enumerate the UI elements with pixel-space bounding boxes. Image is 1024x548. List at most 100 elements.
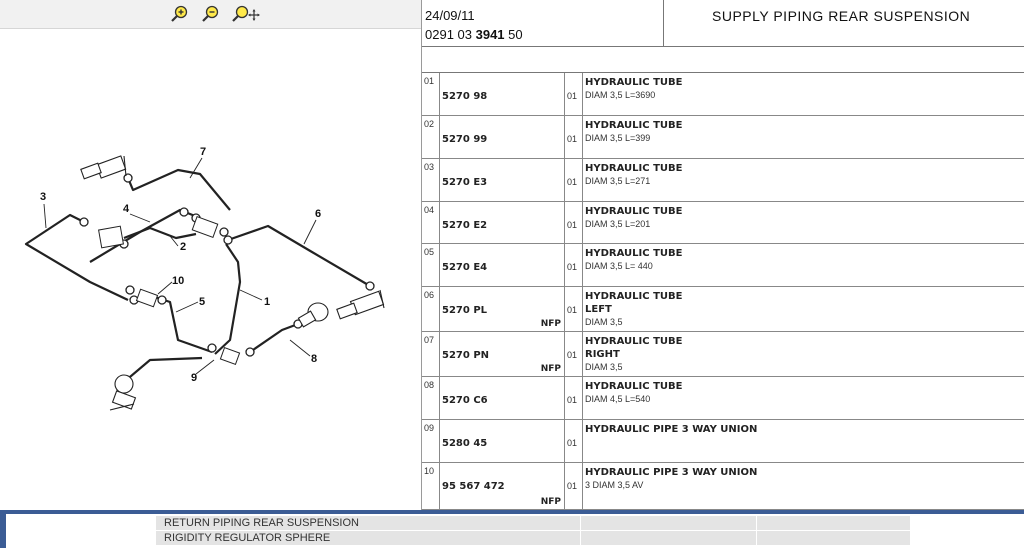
ref-suffix: 50: [504, 27, 523, 42]
part-description-cell: HYDRAULIC PIPE 3 WAY UNION: [583, 420, 1024, 462]
page-title: SUPPLY PIPING REAR SUSPENSION: [712, 8, 971, 24]
part-name: HYDRAULIC TUBE: [585, 248, 683, 259]
callout-3: 3: [40, 191, 46, 203]
part-index-cell: 05: [422, 244, 440, 286]
part-spec: DIAM 3,5 L=271: [585, 176, 651, 186]
part-quantity: 01: [567, 177, 578, 187]
part-name: HYDRAULIC TUBE: [585, 77, 683, 88]
callout-7: 7: [200, 146, 206, 158]
header-date: 24/09/11: [425, 8, 475, 23]
part-number[interactable]: 5270 98: [442, 91, 488, 102]
part-number[interactable]: 5270 E4: [442, 262, 488, 273]
part-number-cell: 5270 98: [440, 73, 565, 115]
callout-8: 8: [311, 353, 317, 365]
part-number[interactable]: 5270 99: [442, 134, 488, 145]
part-number[interactable]: 5270 E3: [442, 177, 488, 188]
zoom-toolbar: [0, 0, 421, 29]
part-index-cell: 03: [422, 159, 440, 201]
zoom-out-icon[interactable]: [201, 5, 221, 23]
part-quantity: 01: [567, 91, 578, 101]
callout-6: 6: [315, 208, 321, 220]
part-index: 07: [424, 335, 435, 345]
part-number-cell: 5270 E3: [440, 159, 565, 201]
part-row[interactable]: 08 5270 C6 01 HYDRAULIC TUBE DIAM 4,5 L=540: [422, 377, 1024, 420]
callout-1: 1: [264, 296, 270, 308]
related-item[interactable]: RETURN PIPING REAR SUSPENSION: [156, 516, 910, 531]
header-meta: 24/09/11 0291 03 3941 50: [422, 0, 664, 46]
part-qty-cell: 01: [565, 116, 583, 158]
part-index-cell: 02: [422, 116, 440, 158]
part-number-cell: 5270 99: [440, 116, 565, 158]
part-quantity: 01: [567, 262, 578, 272]
related-divider: [580, 516, 581, 530]
header-spacer: [422, 47, 1024, 73]
part-qty-cell: 01: [565, 332, 583, 376]
part-variant: RIGHT: [585, 349, 620, 360]
part-index: 06: [424, 290, 435, 300]
part-description-cell: HYDRAULIC TUBE DIAM 4,5 L=540: [583, 377, 1024, 419]
zoom-pan-icon[interactable]: [232, 5, 260, 23]
part-number[interactable]: 5270 E2: [442, 220, 488, 231]
callout-10: 10: [172, 275, 184, 287]
part-number-cell: 5270 PL NFP: [440, 287, 565, 331]
part-qty-cell: 01: [565, 287, 583, 331]
part-number[interactable]: 5270 C6: [442, 395, 488, 406]
part-number[interactable]: 5270 PN: [442, 350, 490, 361]
related-item[interactable]: RIGIDITY REGULATOR SPHERE: [156, 531, 910, 546]
part-spec: DIAM 4,5 L=540: [585, 394, 651, 404]
part-qty-cell: 01: [565, 159, 583, 201]
part-index: 10: [424, 466, 435, 476]
part-index-cell: 04: [422, 202, 440, 243]
part-qty-cell: 01: [565, 377, 583, 419]
part-spec: DIAM 3,5 L=201: [585, 219, 651, 229]
part-quantity: 01: [567, 305, 578, 315]
part-qty-cell: 01: [565, 244, 583, 286]
part-name: HYDRAULIC TUBE: [585, 381, 683, 392]
part-description-cell: HYDRAULIC TUBE DIAM 3,5 L=201: [583, 202, 1024, 243]
part-quantity: 01: [567, 134, 578, 144]
part-index: 03: [424, 162, 435, 172]
part-number[interactable]: 95 567 472: [442, 481, 505, 492]
callout-5: 5: [199, 296, 205, 308]
part-number[interactable]: 5280 45: [442, 438, 488, 449]
part-qty-cell: 01: [565, 202, 583, 243]
part-name: HYDRAULIC TUBE: [585, 206, 683, 217]
part-number-cell: 5270 E4: [440, 244, 565, 286]
ref-prefix: 0291 03: [425, 27, 476, 42]
part-number[interactable]: 5270 PL: [442, 305, 488, 316]
part-row[interactable]: 03 5270 E3 01 HYDRAULIC TUBE DIAM 3,5 L=271: [422, 159, 1024, 202]
part-quantity: 01: [567, 350, 578, 360]
callout-2: 2: [180, 241, 186, 253]
part-quantity: 01: [567, 220, 578, 230]
part-index: 08: [424, 380, 435, 390]
part-qty-cell: 01: [565, 420, 583, 462]
part-quantity: 01: [567, 395, 578, 405]
part-variant: LEFT: [585, 304, 612, 315]
part-index-cell: 08: [422, 377, 440, 419]
diagram-pane: 1 2 3 4 5 6 7 8 9 10: [0, 0, 421, 510]
part-description-cell: HYDRAULIC TUBE DIAM 3,5 L=271: [583, 159, 1024, 201]
piping-diagram: 1 2 3 4 5 6 7 8 9 10: [24, 146, 385, 411]
nfp-badge: NFP: [540, 319, 561, 329]
zoom-in-icon[interactable]: [170, 5, 190, 23]
related-divider: [580, 531, 581, 545]
part-name: HYDRAULIC PIPE 3 WAY UNION: [585, 467, 758, 478]
part-name: HYDRAULIC TUBE: [585, 163, 683, 174]
related-list: RETURN PIPING REAR SUSPENSION RIGIDITY R…: [6, 514, 1024, 548]
